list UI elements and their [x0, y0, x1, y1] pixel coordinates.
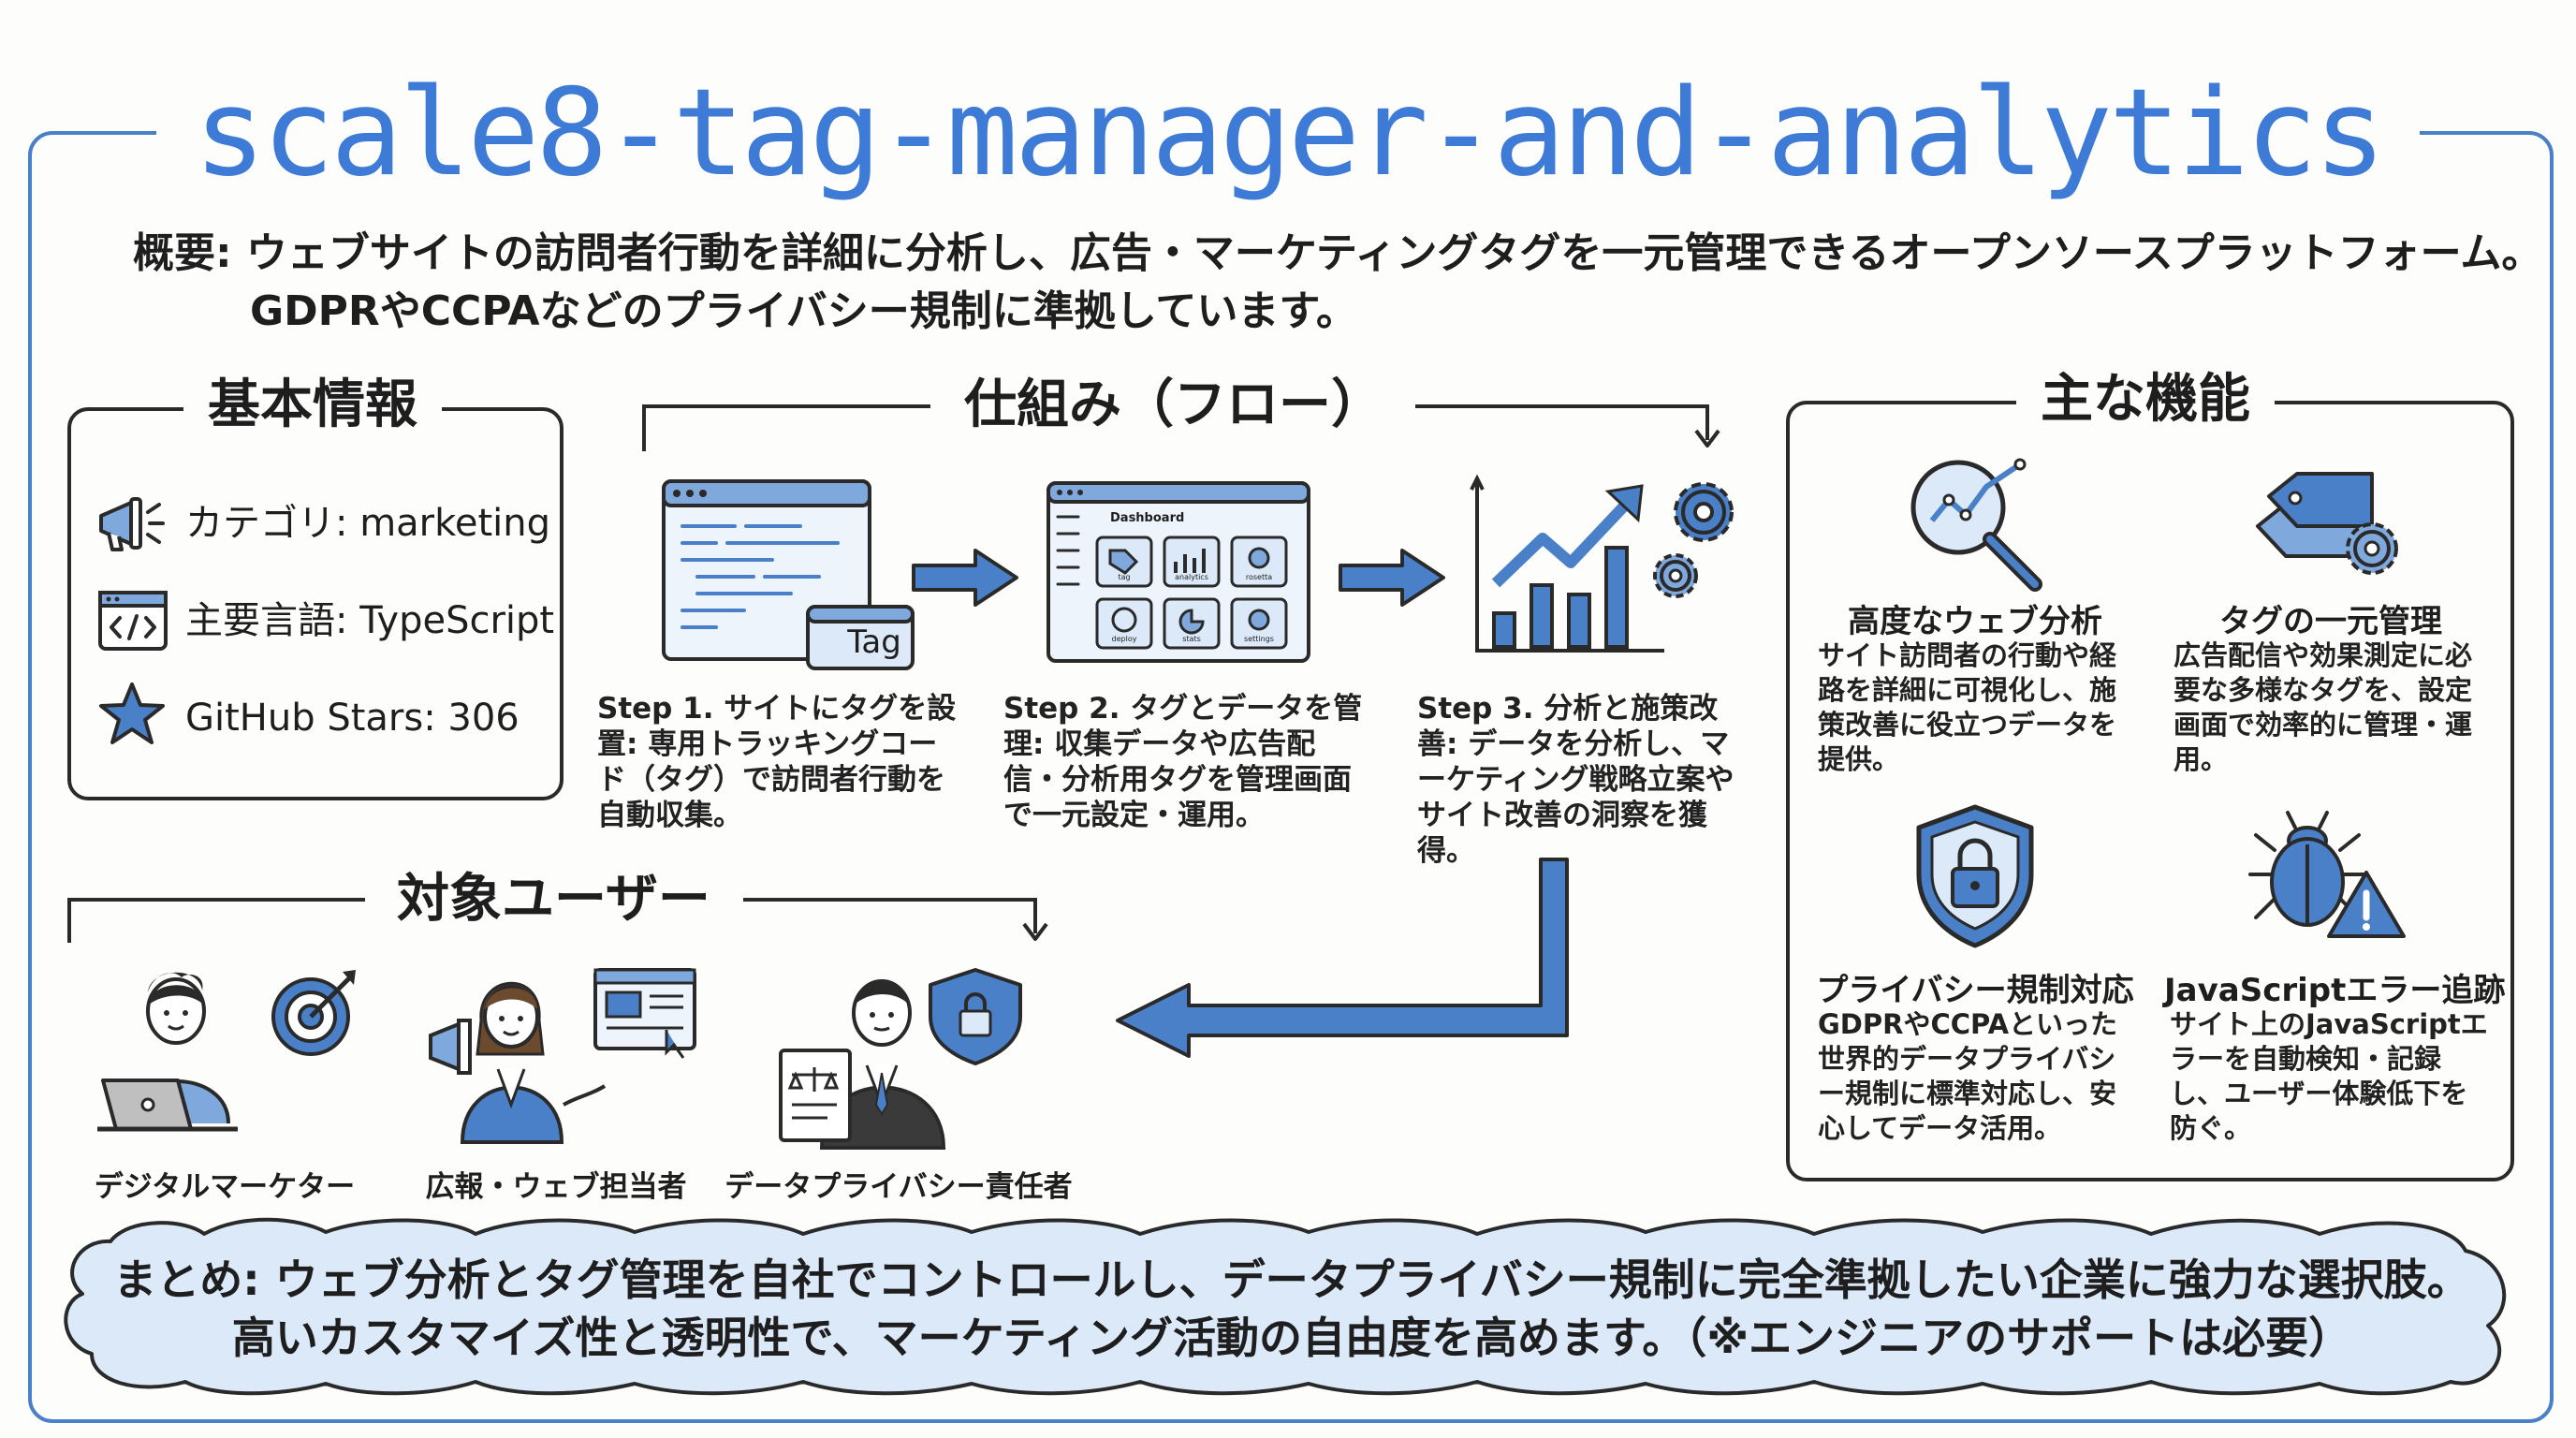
user-3-label: データプライバシー責任者 [724, 1170, 1073, 1204]
feature-2-desc: 広告配信や効果測定に必要な多様なタグを、設定画面で効率的に管理・運用。 [2174, 639, 2473, 775]
flow-arrow-right-icon [1339, 549, 1445, 607]
growth-chart-icon [1470, 474, 1734, 653]
dash-tile-3: rosetta [1245, 573, 1273, 581]
summary-line-2: 高いカスタマイズ性と透明性で、マーケティング活動の自由度を高めます。（※エンジニ… [231, 1313, 2352, 1363]
bug-warning-icon [2248, 811, 2406, 938]
tags-gear-icon [2256, 472, 2398, 575]
dash-tile-5: stats [1182, 635, 1201, 643]
summary-cloud [64, 1217, 2507, 1396]
return-arrow-icon [1116, 858, 1569, 1058]
users-heading: 対象ユーザー [373, 867, 735, 932]
code-window-icon [98, 591, 168, 651]
step-2-text: Step 2. タグとデータを管理: 収集データや広告配信・分析用タグを管理画面… [1003, 692, 1363, 832]
pr-person-icon [429, 968, 696, 1144]
step-3-text: Step 3. 分析と施策改善: データを分析し、マーケティング戦略立案やサイト… [1417, 692, 1734, 868]
page-title: scale8-tag-manager-and-analytics [0, 64, 2576, 204]
flow-heading: 仕組み（フロー） [940, 373, 1408, 438]
dash-tile-4: deploy [1111, 635, 1137, 643]
overview-text: 概要: ウェブサイトの訪問者行動を詳細に分析し、広告・マーケティングタグを一元管… [133, 229, 2543, 335]
step-1-text: Step 1. サイトにタグを設置: 専用トラッキングコード（タグ）で訪問者行動… [597, 692, 957, 832]
basic-info-heading: 基本情報 [183, 373, 442, 438]
feature-3-desc: GDPRやCCPAといった世界的データプライバシー規制に標準対応し、安心してデー… [1818, 1008, 2118, 1144]
category-text: カテゴリ: marketing [185, 502, 550, 545]
feature-2-title: タグの一元管理 [2219, 603, 2442, 640]
dash-tile-1: tag [1118, 573, 1131, 581]
marketer-person-icon [97, 970, 356, 1132]
user-1-label: デジタルマーケター [94, 1170, 356, 1204]
dash-tile-6: settings [1244, 635, 1274, 643]
code-editor-icon [662, 479, 915, 670]
stars-text: GitHub Stars: 306 [185, 697, 520, 740]
summary-line-1: まとめ: ウェブ分析とタグ管理を自社でコントロールし、データプライバシー規制に完… [113, 1255, 2470, 1305]
feature-4-title: JavaScriptエラー追跡 [2164, 972, 2506, 1009]
dashboard-icon [1046, 481, 1310, 663]
users-bracket [67, 898, 1048, 943]
tag-label: Tag [847, 624, 901, 661]
shield-lock-icon [1916, 804, 2034, 948]
magnifier-analytics-icon [1910, 458, 2042, 592]
flow-arrow-right-icon [912, 549, 1018, 607]
dashboard-label: Dashboard [1110, 511, 1185, 525]
user-2-label: 広報・ウェブ担当者 [425, 1170, 687, 1204]
feature-4-desc: サイト上のJavaScriptエラーを自動検知・記録し、ユーザー体験低下を防ぐ。 [2170, 1008, 2488, 1144]
megaphone-icon [99, 497, 165, 551]
feature-1-desc: サイト訪問者の行動や経路を詳細に可視化し、施策改善に役立つデータを提供。 [1818, 639, 2117, 775]
dash-tile-2: analytics [1175, 573, 1208, 581]
summary-text: まとめ: ウェブ分析とタグ管理を自社でコントロールし、データプライバシー規制に完… [112, 1251, 2471, 1367]
flow-bracket [642, 404, 1720, 451]
star-icon [99, 682, 165, 744]
privacy-officer-icon [779, 968, 1022, 1150]
feature-1-title: 高度なウェブ分析 [1848, 603, 2102, 640]
language-text: 主要言語: TypeScript [185, 599, 555, 642]
feature-3-title: プライバシー規制対応 [1816, 972, 2134, 1009]
features-heading: 主な機能 [2016, 367, 2275, 433]
